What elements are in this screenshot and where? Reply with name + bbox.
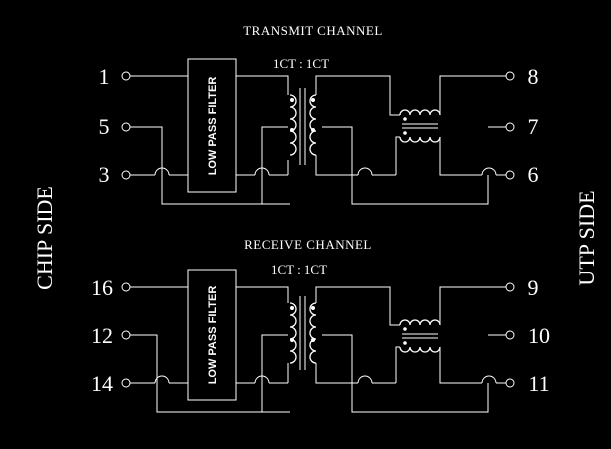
pin-label: 1	[99, 64, 110, 89]
pin-label: 10	[528, 323, 550, 348]
pin-terminal	[505, 378, 515, 388]
pin-terminal	[505, 330, 515, 340]
pin-label: 9	[528, 275, 539, 300]
transmit-channel: TRANSMIT CHANNEL 1CT : 1CT 1 5 3 LOW PAS…	[99, 23, 539, 205]
utp-side-label: UTP SIDE	[574, 190, 599, 285]
pin-label: 5	[99, 114, 110, 139]
common-mode-choke	[399, 109, 441, 116]
low-pass-filter-label: LOW PASS FILTER	[207, 77, 219, 176]
utp-side-wiring	[330, 286, 506, 413]
pin-terminal	[505, 282, 515, 292]
pin-label: 16	[91, 275, 113, 300]
pin-terminal	[505, 122, 515, 132]
low-pass-filter-box	[187, 58, 237, 193]
pin-label: 14	[91, 371, 113, 396]
pin-terminal	[121, 282, 131, 292]
chip-side-wiring	[130, 75, 290, 205]
pin-terminal	[121, 170, 131, 180]
pin-terminal	[505, 71, 515, 81]
isolation-transformer	[289, 286, 353, 384]
low-pass-filter-label: LOW PASS FILTER	[207, 286, 219, 385]
pin-label: 8	[528, 64, 539, 89]
utp-side-wiring	[330, 75, 506, 205]
channel-title: TRANSMIT CHANNEL	[243, 23, 383, 38]
receive-channel: RECEIVE CHANNEL 1CT : 1CT 16 12 14 LOW P…	[91, 237, 550, 413]
common-mode-choke	[399, 319, 441, 326]
pin-label: 3	[99, 162, 110, 187]
pin-terminal	[121, 71, 131, 81]
pin-terminal	[121, 330, 131, 340]
pin-label: 6	[528, 162, 539, 187]
pin-terminal	[505, 170, 515, 180]
pin-label: 7	[528, 114, 539, 139]
chip-side-wiring	[130, 286, 290, 413]
transformer-ratio: 1CT : 1CT	[271, 262, 327, 277]
pin-label: 12	[91, 323, 113, 348]
pin-terminal	[121, 122, 131, 132]
low-pass-filter-box	[187, 269, 237, 401]
pin-terminal	[121, 378, 131, 388]
pin-label: 11	[528, 371, 549, 396]
channel-title: RECEIVE CHANNEL	[244, 237, 372, 252]
transformer-ratio: 1CT : 1CT	[273, 56, 329, 71]
chip-side-label: CHIP SIDE	[32, 186, 57, 290]
isolation-transformer	[289, 75, 353, 176]
